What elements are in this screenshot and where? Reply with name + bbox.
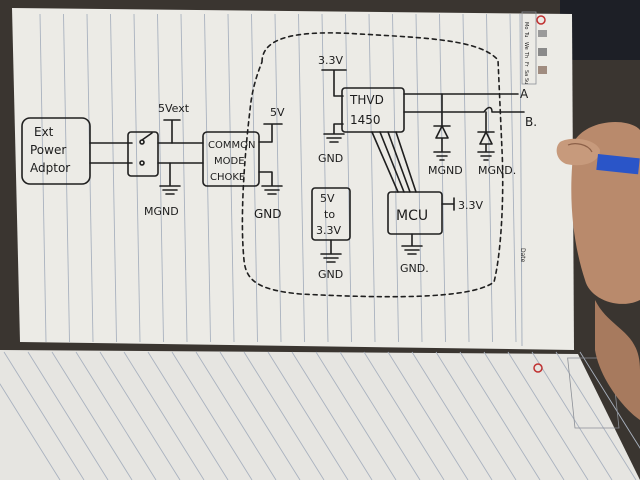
rule-line xyxy=(27,351,109,480)
hand-with-pen xyxy=(556,121,640,420)
mcu-block xyxy=(387,191,443,235)
rule-line xyxy=(291,351,373,480)
rule-line xyxy=(415,13,423,343)
label-mgnd-tvs-1: MGND xyxy=(428,164,463,177)
rule-line xyxy=(171,351,253,480)
mcu-label: MCU xyxy=(396,208,428,224)
label-line-a: A xyxy=(520,87,529,101)
adaptor-block xyxy=(21,117,91,185)
converter-line-2: to xyxy=(324,208,335,221)
notebook-top-page: Mo Tu We Th Fr Sa Su Date xyxy=(12,8,574,350)
weekday-fr: Fr xyxy=(523,62,529,68)
rule-line xyxy=(368,13,376,343)
rule-line xyxy=(315,351,397,480)
converter-line-1: 5V xyxy=(320,192,335,205)
rule-line xyxy=(321,13,329,343)
label-gnd-converter: GND xyxy=(318,268,343,281)
pen xyxy=(596,153,640,175)
rule-line xyxy=(435,351,517,480)
rule-line xyxy=(99,351,181,480)
switch-block xyxy=(127,131,159,177)
rule-line xyxy=(133,13,141,343)
adaptor-line-1: Ext xyxy=(34,125,54,139)
rule-line xyxy=(363,351,445,480)
rule-line xyxy=(3,351,85,480)
rule-line xyxy=(483,351,565,480)
rule-line xyxy=(411,351,493,480)
schematic: Ext Power Adptor 5Vext MGND COMMON MODE … xyxy=(21,32,537,298)
rule-line xyxy=(219,351,301,480)
date-label: Date xyxy=(519,248,526,263)
mail-icon xyxy=(538,30,547,37)
rule-line xyxy=(227,13,235,343)
monitor-corner xyxy=(560,0,640,60)
label-5v: 5V xyxy=(270,106,285,119)
rule-line xyxy=(579,351,640,449)
rule-line xyxy=(387,351,469,480)
rule-line xyxy=(0,383,61,480)
rule-line xyxy=(439,13,446,343)
converter-line-3: 3.3V xyxy=(316,224,341,237)
label-3v3-top: 3.3V xyxy=(318,54,343,67)
label-mgnd-switch: MGND xyxy=(144,205,179,218)
weekday-th: Th xyxy=(523,51,529,58)
rule-line xyxy=(157,13,164,343)
rule-line xyxy=(509,13,517,343)
rule-line xyxy=(110,13,117,343)
transceiver-line-1: THVD xyxy=(349,93,384,107)
label-gnd-transceiver: GND xyxy=(318,152,343,165)
label-3v3-mcu: 3.3V xyxy=(458,199,483,212)
rule-line xyxy=(180,13,188,343)
label-5vext: 5Vext xyxy=(158,102,190,115)
weekday-strip: Mo Tu We Th Fr Sa Su xyxy=(521,11,547,85)
rule-line xyxy=(298,13,305,343)
isolation-boundary xyxy=(241,32,504,298)
rule-line xyxy=(75,351,157,480)
rule-line xyxy=(392,13,399,343)
choke-line-2: MODE xyxy=(214,156,245,167)
rule-line xyxy=(462,13,470,343)
label-gnd-mcu: GND. xyxy=(400,262,429,275)
rule-line xyxy=(486,13,493,343)
rule-line xyxy=(267,351,349,480)
weekday-sa: Sa xyxy=(523,70,529,76)
rule-line xyxy=(243,351,325,480)
adaptor-line-2: Power xyxy=(30,143,66,157)
rule-line xyxy=(345,13,352,343)
rule-line xyxy=(459,351,541,480)
choke-line-3: CHOKE xyxy=(210,172,245,183)
transceiver-block xyxy=(341,87,405,133)
rule-line xyxy=(507,351,589,480)
notebook-bottom-page xyxy=(0,350,640,480)
umbrella-icon xyxy=(538,66,547,74)
rule-line xyxy=(531,351,613,480)
rule-line xyxy=(195,351,277,480)
rule-line xyxy=(147,351,229,480)
rule-line xyxy=(251,13,258,343)
transceiver-line-2: 1450 xyxy=(350,113,381,127)
weekday-mo: Mo xyxy=(523,22,529,29)
rule-line xyxy=(204,13,211,343)
rule-line xyxy=(63,13,70,343)
label-line-b: B. xyxy=(525,115,537,129)
label-gnd-choke: GND xyxy=(254,207,282,221)
weekday-tu: Tu xyxy=(523,31,529,37)
weekday-we: We xyxy=(523,42,529,50)
rule-line xyxy=(274,13,282,343)
choke-block xyxy=(202,131,260,187)
record-icon xyxy=(536,15,546,25)
rule-line xyxy=(51,351,133,480)
choke-line-1: COMMON xyxy=(208,140,255,151)
label-mgnd-tvs-2: MGND. xyxy=(478,164,516,177)
rule-line xyxy=(39,13,47,343)
rule-line xyxy=(123,351,205,480)
cloud-icon xyxy=(538,48,547,56)
record-icon-bottom xyxy=(533,363,543,373)
adaptor-line-3: Adptor xyxy=(30,161,70,175)
weekday-su: Su xyxy=(523,78,529,84)
rule-line xyxy=(339,351,421,480)
